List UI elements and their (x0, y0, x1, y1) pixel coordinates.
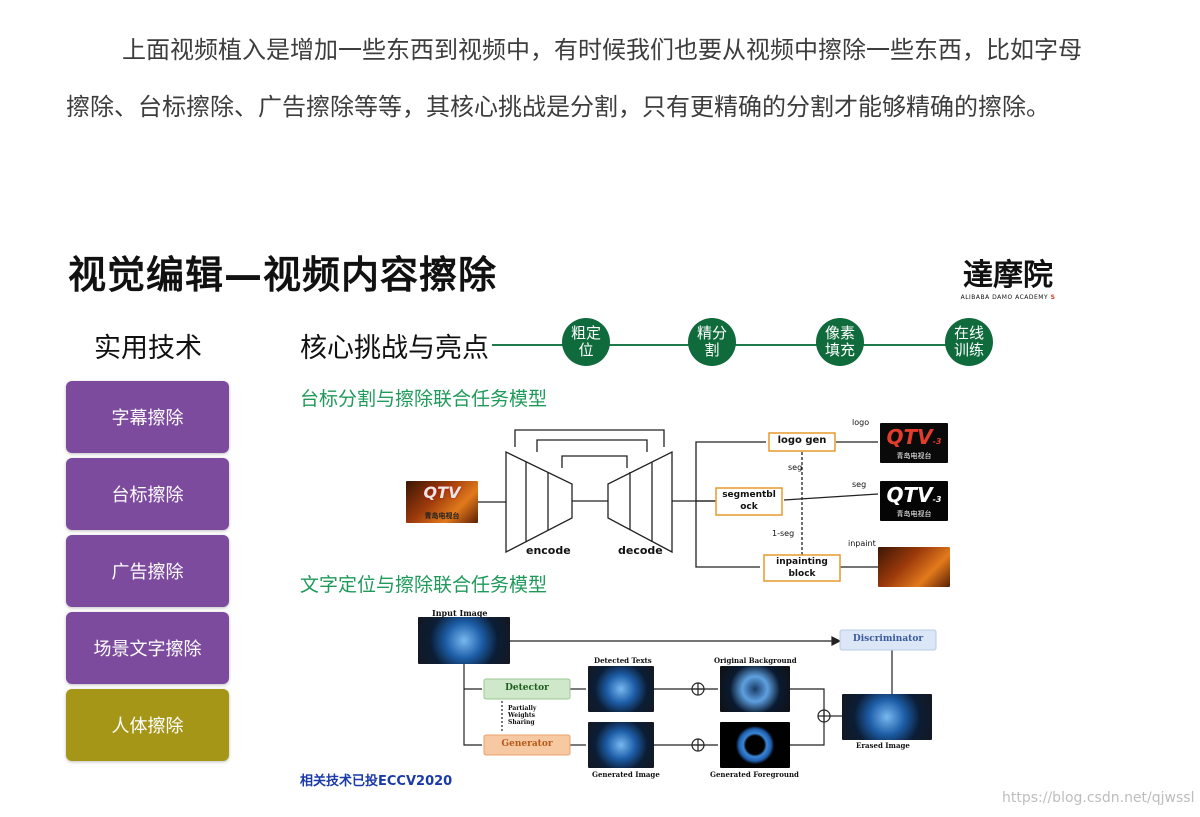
original-background-thumbnail (720, 666, 790, 712)
original-background-label: Original Background (714, 656, 797, 665)
erased-image-thumbnail (842, 694, 932, 740)
eccv-credit-note: 相关技术已投ECCV2020 (300, 774, 453, 789)
detected-texts-thumbnail (588, 666, 654, 712)
input-frame-thumbnail: QTV 青岛电视台 (406, 481, 478, 523)
generated-image-label: Generated Image (592, 770, 660, 779)
technique-item-subtitle-erase: 字幕擦除 (66, 381, 229, 453)
skip-connection-outer (514, 429, 665, 447)
input-tv-logo: QTV (423, 483, 461, 502)
technique-item-logo-erase: 台标擦除 (66, 458, 229, 530)
logo-output-thumbnail: QTV-3 青岛电视台 (880, 423, 948, 463)
discriminator-label: Discriminator (852, 634, 924, 644)
techniques-list: 字幕擦除 台标擦除 广告擦除 场景文字擦除 人体擦除 (66, 381, 229, 766)
slide-title: 视觉编辑—视频内容擦除 (68, 253, 498, 297)
logo-output-label: logo (852, 418, 870, 427)
input-to-generator (463, 664, 482, 746)
detector-box (483, 678, 571, 700)
slide-image: 视觉编辑—视频内容擦除 達摩院 ALIBABA DAMO ACADEMY S 实… (52, 230, 1072, 800)
erased-image-label: Erased Image (856, 741, 910, 750)
challenge-fine-segmentation: 精分 割 (688, 318, 736, 366)
challenge-label: 像素 填充 (824, 324, 855, 359)
intro-paragraph: 上面视频植入是增加一些东西到视频中，有时候我们也要从视频中擦除一些东西，比如字母… (66, 36, 1082, 121)
technique-item-scene-text-erase: 场景文字擦除 (66, 612, 229, 684)
seg-output-tv-logo: QTV-3 (886, 483, 942, 507)
arrow-head (831, 636, 842, 646)
input-image-label: Input Image (432, 608, 488, 618)
skip-connection-middle (536, 439, 648, 452)
inpainting-block-label: inpainting block (776, 557, 828, 579)
challenge-label: 在线 训练 (953, 324, 984, 359)
challenge-timeline (492, 344, 982, 346)
generator-box (483, 734, 571, 756)
input-tv-caption: 青岛电视台 (424, 512, 460, 520)
seg-output-label: seg (852, 480, 867, 489)
one-minus-seg-label: 1-seg (772, 529, 795, 538)
discriminator-box (839, 629, 937, 651)
logo-output-caption: 青岛电视台 (896, 452, 932, 460)
seg-output-thumbnail: QTV-3 青岛电视台 (880, 481, 948, 521)
generated-image-thumbnail (588, 722, 654, 768)
logo-output-tv-logo: QTV-3 (886, 425, 942, 449)
inpainting-block-box (763, 554, 841, 582)
arrow-seg-out (783, 493, 879, 501)
background-to-erased (790, 688, 825, 716)
logo-gen-box (768, 432, 836, 452)
generated-foreground-thumbnail (720, 722, 790, 768)
logo-main-text: 達摩院 (963, 258, 1053, 293)
encoder-trapezoid (505, 450, 573, 554)
detector-label: Detector (505, 683, 549, 693)
logo-sub-text: ALIBABA DAMO ACADEMY S (958, 294, 1058, 301)
core-challenges-heading: 核心挑战与亮点 (300, 333, 489, 364)
csdn-watermark: https://blog.csdn.net/qjwssl (1002, 790, 1195, 806)
skip-connection-inner (561, 455, 628, 468)
encode-label: encode (526, 544, 571, 557)
text-erase-diagram (463, 629, 937, 756)
technique-item-human-erase: 人体擦除 (66, 689, 229, 761)
challenge-coarse-localization: 粗定 位 (562, 318, 610, 366)
branch-inpaint (695, 501, 760, 568)
logo-sub-label: ALIBABA DAMO ACADEMY (960, 294, 1049, 301)
section-logo-model-title: 台标分割与擦除联合任务模型 (300, 388, 548, 410)
seg-mid-label: seg (788, 463, 803, 472)
technique-item-ad-erase: 广告擦除 (66, 535, 229, 607)
challenge-label: 粗定 位 (570, 324, 601, 359)
decoder-trapezoid (607, 450, 673, 554)
detected-texts-label: Detected Texts (594, 656, 652, 665)
generator-label: Generator (501, 739, 553, 749)
challenge-online-training: 在线 训练 (945, 318, 993, 366)
challenge-label: 精分 割 (696, 324, 727, 359)
logo-mark: S (1050, 294, 1056, 301)
section-text-model-title: 文字定位与擦除联合任务模型 (300, 574, 548, 596)
generated-foreground-label: Generated Foreground (710, 770, 799, 779)
segment-block-box (715, 487, 783, 516)
segment-block-label: segmentbl ock (722, 490, 776, 512)
branch-logo-gen (695, 441, 766, 501)
inpaint-output-thumbnail (878, 547, 950, 587)
logo-gen-label: logo gen (777, 435, 827, 446)
techniques-heading: 实用技术 (94, 333, 202, 364)
damo-logo: 達摩院 ALIBABA DAMO ACADEMY S (958, 250, 1058, 310)
logo-erase-diagram (478, 429, 879, 582)
decode-label: decode (618, 544, 663, 557)
inpaint-output-label: inpaint (848, 539, 876, 548)
seg-output-caption: 青岛电视台 (896, 510, 932, 518)
input-image-thumbnail (418, 617, 510, 664)
foreground-to-erased (790, 716, 825, 746)
challenge-pixel-filling: 像素 填充 (816, 318, 864, 366)
weight-sharing-label: Partially Weights Sharing (508, 705, 537, 726)
